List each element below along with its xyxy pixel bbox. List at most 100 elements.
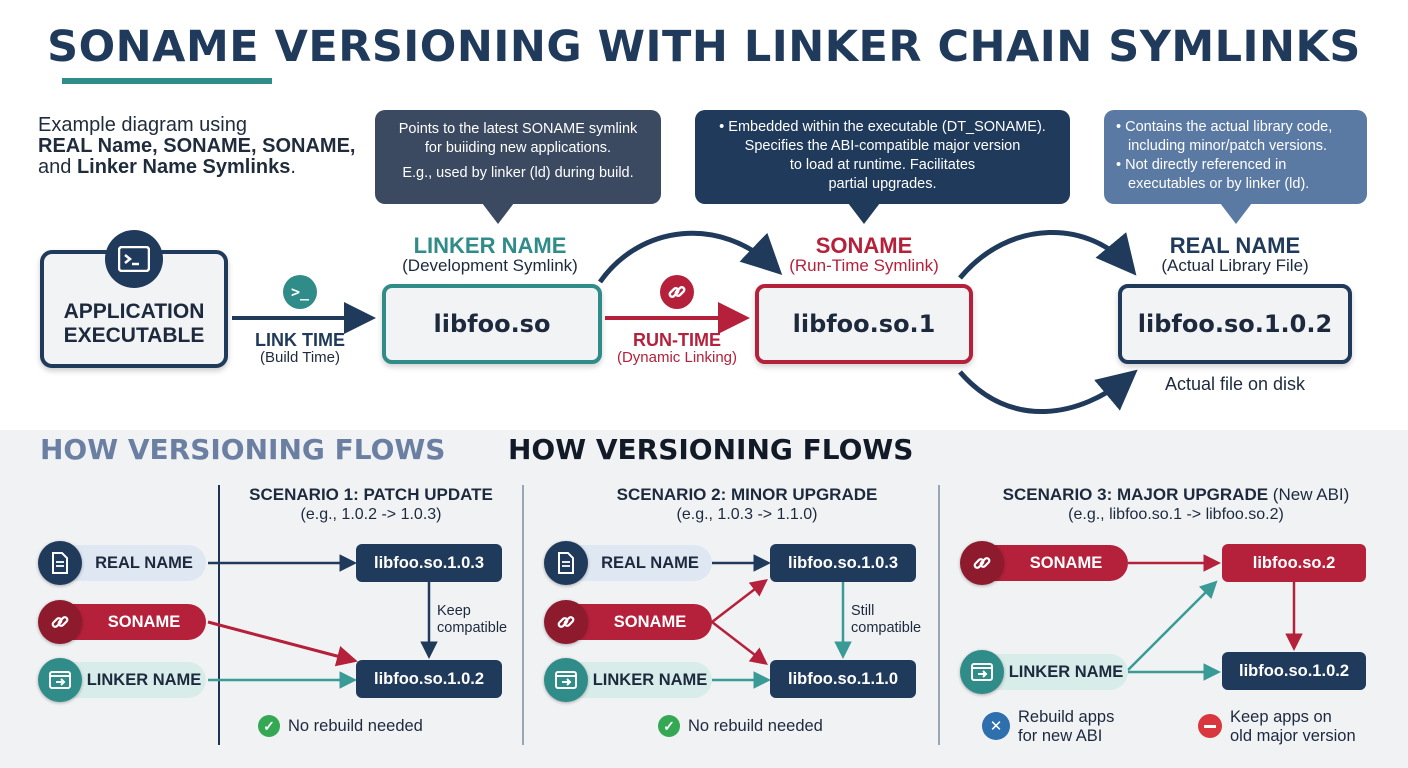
linker-name-file-box: libfoo.so [382,284,602,364]
s3-note-left-line-2: for new ABI [1018,727,1103,745]
s1-box-new: libfoo.so.1.0.3 [356,544,502,582]
real-callout-line-2: including minor/patch versions. [1128,138,1328,154]
s3-note-left-text: Rebuild apps for new ABI [1018,708,1114,746]
soname-sublabel: (Run-Time Symlink) [789,256,939,275]
terminal-prompt-icon: >_ [283,275,317,309]
wrench-icon: ✕ [982,712,1010,740]
scenario-1-title: SCENARIO 1: PATCH UPDATE [249,485,493,504]
s3-note-left: ✕ Rebuild apps for new ABI [982,708,1114,746]
s2-note: ✓ No rebuild needed [658,715,823,737]
link-icon [544,600,588,644]
intro-line-3-suffix: . [290,156,296,178]
soname-to-disk-curve [958,369,1138,415]
s2-still-label: Still compatible [851,603,921,637]
soname-callout: • Embedded within the executable (DT_SON… [695,110,1070,204]
legend-soname: SONAME [38,600,206,644]
soname-callout-line-2: Specifies the ABI-compatible major versi… [744,138,1021,154]
s2-soname-up-arrow [711,578,768,623]
real-callout-line-1: • Contains the actual library code, [1116,119,1333,135]
s1-soname-arrow [207,620,358,667]
s1-box-old: libfoo.so.1.0.2 [356,660,502,698]
soname-callout-pointer [848,203,880,224]
real-callout-line-4: executables or by linker (ld). [1128,176,1310,192]
legend-real-name-label: REAL NAME [95,553,193,572]
s3-note-right-line-1: Keep apps on [1230,708,1332,726]
linker-callout-pointer [482,203,514,224]
s3-box-top: libfoo.so.2 [1222,544,1366,582]
s3-soname-label: SONAME [1029,553,1103,572]
scenario-divider-1 [218,485,220,745]
soname-to-real-curve [958,229,1137,280]
soname-label: SONAME [815,233,913,258]
linker-callout-line-1: Points to the latest SONAME symlink [398,121,638,137]
real-callout-pointer [1220,203,1252,224]
linker-callout-line-3: E.g., used by linker (ld) during build. [402,165,634,181]
linker-name-callout: Points to the latest SONAME symlink for … [375,110,661,204]
intro-line-2: REAL Name, SONAME, SONAME, [38,135,356,157]
s2-real-name: REAL NAME [544,541,712,585]
linker-name-label: LINKER NAME [413,233,567,258]
window-arrow-icon [960,650,1004,694]
chain-link-icon [660,275,694,309]
actual-file-note: Actual file on disk [1164,374,1306,394]
scenario-divider-2 [522,485,524,745]
app-executable-line-2: EXECUTABLE [63,324,205,347]
document-icon [544,541,588,585]
page-title: SONAME VERSIONING WITH LINKER CHAIN SYML… [47,22,1361,72]
s3-linker-name-label: LINKER NAME [1008,662,1124,681]
scenario-2-title: SCENARIO 2: MINOR UPGRADE [616,485,878,504]
s1-keep-line-2: compatible [437,620,508,636]
legend-linker-name: LINKER NAME [38,658,206,702]
scenario-3-title-rest: (New ABI) [1268,485,1350,504]
s1-note-text: No rebuild needed [288,716,423,735]
s3-note-right: Keep apps on old major version [1198,708,1356,746]
scenario-1-subtitle: (e.g., 1.0.2 -> 1.0.3) [300,506,442,523]
s2-box-top: libfoo.so.1.0.3 [770,544,916,582]
s3-note-left-line-1: Rebuild apps [1018,708,1115,726]
s2-soname: SONAME [544,600,712,644]
s2-still-line-1: Still [851,603,875,619]
run-time-label: RUN-TIME [633,330,721,350]
s2-real-name-label: REAL NAME [601,553,699,572]
intro-line-3: and Linker Name Symlinks. [38,157,355,178]
linker-callout-line-2: for buiiding new applications. [424,140,612,156]
soname-callout-line-4: partial upgrades. [828,176,937,192]
intro-text: Example diagram using REAL Name, SONAME,… [38,115,355,178]
document-icon [38,541,82,585]
s2-box-bottom: libfoo.so.1.1.0 [770,660,916,698]
real-name-label: REAL NAME [1169,233,1301,258]
s2-linker-name-label: LINKER NAME [592,670,708,689]
check-icon: ✓ [258,715,280,737]
s3-linker-name: LINKER NAME [960,650,1128,694]
intro-line-1: Example diagram using [38,114,247,136]
s3-note-right-line-2: old major version [1230,727,1356,745]
scenario-2-subtitle: (e.g., 1.0.3 -> 1.1.0) [676,506,818,523]
check-icon: ✓ [658,715,680,737]
title-underline [62,78,272,84]
legend-soname-label: SONAME [107,612,181,631]
s1-keep-label: Keep compatible [437,603,507,637]
link-time-label: LINK TIME [255,330,345,350]
s3-soname: SONAME [960,541,1128,585]
no-entry-bar [1204,724,1216,728]
app-executable-line-1: APPLICATION [63,300,205,323]
soname-callout-line-3: to load at runtime. Facilitates [789,157,976,173]
real-name-file-box: libfoo.so.1.0.2 [1118,284,1352,364]
intro-line-3-bold: Linker Name Symlinks [76,156,291,178]
real-name-sublabel: (Actual Library File) [1161,256,1309,275]
scenario-3-title-bold: SCENARIO 3: MAJOR UPGRADE [1002,485,1269,504]
real-name-callout: • Contains the actual library code, incl… [1104,110,1367,204]
scenario-divider-3 [938,485,940,745]
soname-file-box: libfoo.so.1 [755,284,973,364]
s1-note: ✓ No rebuild needed [258,715,423,737]
soname-callout-line-1: • Embedded within the executable (DT_SON… [719,119,1046,135]
s2-linker-name: LINKER NAME [544,658,712,702]
link-icon [960,541,1004,585]
dynamic-linking-label: (Dynamic Linking) [616,349,738,366]
real-callout-line-3: • Not directly referenced in [1116,157,1287,173]
versioning-section-background [0,430,1408,768]
build-time-label: (Build Time) [259,349,341,366]
legend-linker-name-label: LINKER NAME [86,670,202,689]
